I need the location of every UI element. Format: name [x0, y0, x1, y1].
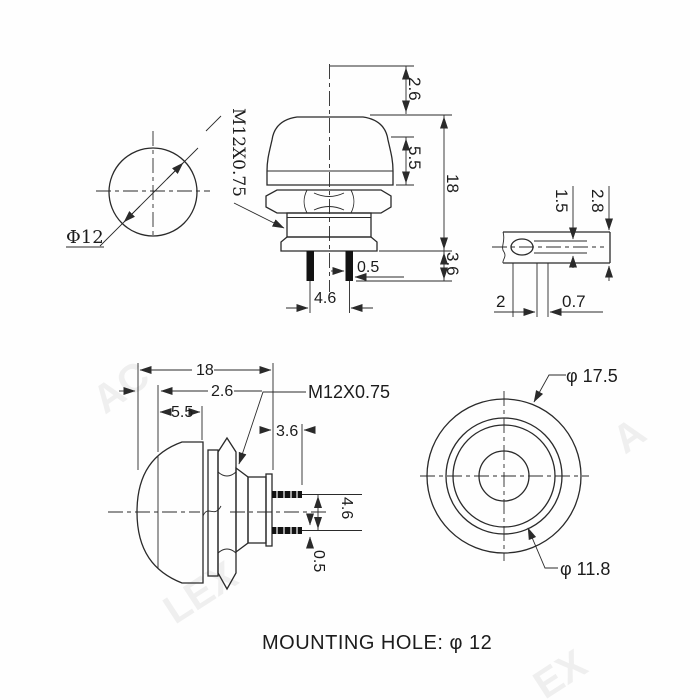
front-view: 2.6 5.5 18 3.6 0.5 4.6 M12X0.75 — [205, 64, 462, 313]
diameter-label: Φ12 — [66, 227, 104, 248]
thread-label: M12X0.75 — [228, 108, 248, 197]
pin-center-line — [302, 494, 362, 531]
terminal-pin — [272, 527, 302, 534]
dim-label: 2.8 — [588, 189, 607, 213]
dim-label: 1.5 — [552, 189, 571, 213]
dim-label: 4.6 — [314, 290, 336, 307]
hex-nut-facet — [350, 189, 355, 214]
dim-label: 5.5 — [171, 404, 193, 421]
hex-nut-facet-arc — [217, 471, 237, 477]
thread-bushing — [235, 466, 249, 554]
dim-label: 2.6 — [211, 383, 233, 400]
watermark-fragment: A — [605, 410, 654, 463]
dim-label: 18 — [196, 362, 214, 379]
leader-line — [238, 391, 306, 465]
leader-line — [533, 374, 566, 403]
dim-label: 3.6 — [276, 423, 298, 440]
thread-bushing — [286, 212, 372, 238]
hex-nut — [217, 436, 237, 591]
terminal-detail-view: 1.5 2.8 2 0.7 — [492, 186, 613, 317]
watermark-fragment: LEX — [156, 553, 245, 632]
leader-line — [233, 202, 285, 229]
extension-line — [137, 363, 274, 470]
button-cap — [136, 441, 204, 584]
dim-label: 0.5 — [310, 550, 327, 572]
break-line — [502, 231, 506, 264]
hex-nut-facet-arc — [313, 206, 345, 211]
watermark-fragment: EX — [526, 641, 595, 700]
dim-label: 0.5 — [357, 259, 379, 276]
diameter-arrow — [123, 205, 141, 223]
hex-nut-facet-arc — [217, 548, 237, 554]
inner-diameter-label: φ 11.8 — [560, 559, 610, 579]
diameter-arrow — [166, 162, 184, 180]
hex-nut-facet — [303, 189, 308, 214]
base-flange — [280, 236, 378, 252]
dim-label: 4.6 — [338, 497, 355, 519]
dim-label: 3.6 — [443, 252, 462, 276]
side-view: 18 2.6 5.5 M12X0.75 3.6 4.6 0.5 — [108, 362, 390, 591]
button-cap — [266, 116, 394, 186]
terminal-body — [503, 231, 611, 264]
pin-crimp-lines — [276, 491, 298, 534]
thread-label: M12X0.75 — [308, 382, 390, 402]
dim-label: 5.5 — [405, 146, 424, 170]
watermark-fragment: AC — [85, 353, 158, 422]
dim-label: 2.6 — [405, 77, 424, 101]
extension-line — [512, 263, 549, 317]
dim-label: 0.7 — [562, 292, 586, 311]
break-mark — [202, 505, 222, 517]
leader-line — [527, 527, 558, 569]
leader-line — [205, 115, 222, 132]
terminal-pin — [272, 491, 302, 498]
terminal-slot-lines — [534, 240, 587, 254]
end-disc — [265, 473, 273, 547]
terminal-pin — [306, 251, 314, 281]
face-view: φ 17.5 φ 11.8 — [420, 366, 618, 579]
hex-nut — [265, 189, 392, 214]
dim-label: 2 — [496, 292, 505, 311]
terminal-pin — [345, 251, 353, 281]
diameter-line — [99, 147, 199, 247]
body-cylinder — [247, 476, 267, 544]
mounting-hole-caption: MOUNTING HOLE: φ 12 — [262, 632, 492, 654]
outer-diameter-label: φ 17.5 — [566, 366, 618, 386]
button-face-circle — [108, 147, 198, 237]
top-view: Φ12 — [66, 131, 210, 248]
dim-label: 18 — [443, 174, 462, 193]
hex-nut-facet-arc — [313, 192, 345, 197]
